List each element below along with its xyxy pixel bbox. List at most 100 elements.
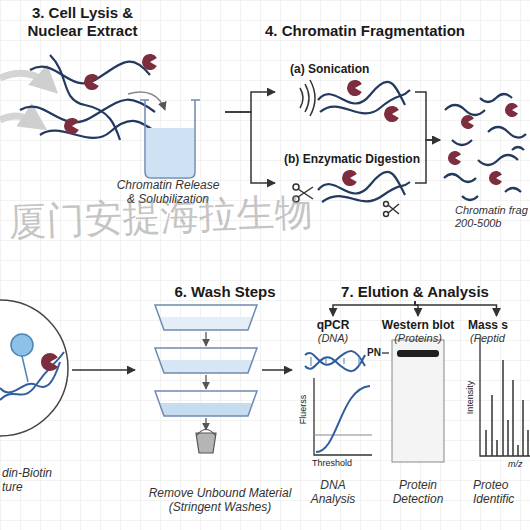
dna-fragment	[462, 196, 478, 200]
biotin-link	[22, 356, 28, 382]
mass-spec-panel: Mass s(PeptidProteo Identific	[463, 316, 530, 508]
protein	[461, 115, 474, 129]
digestion-panel: (b) Enzymatic Digestion	[275, 148, 415, 218]
protein	[505, 103, 518, 117]
flow-arrow	[128, 92, 165, 110]
protein-band	[397, 350, 439, 357]
flow-connector	[72, 369, 135, 371]
scissors	[298, 187, 313, 199]
flow-connector	[415, 140, 440, 183]
waste-bucket	[196, 433, 216, 453]
dna-fragment	[488, 127, 526, 138]
axis-label: Intensity	[465, 373, 476, 421]
sound-wave	[305, 84, 309, 112]
caption: Chromatin Release & Solubilization	[112, 178, 224, 207]
wash-step: 6. Wash StepsRemove Unbound Material (St…	[135, 278, 262, 510]
panel-heading: (a) Sonication	[290, 62, 410, 76]
panel-heading: (b) Enzymatic Digestion	[284, 152, 414, 166]
dna-helix	[0, 352, 64, 400]
axis-label: Fluerss	[298, 390, 309, 428]
capture-circle	[0, 300, 68, 436]
dna-fragment	[512, 147, 524, 150]
flow-connector	[333, 301, 415, 316]
fragments-panel: Chromatin frag 200-500b	[440, 85, 530, 235]
panel-heading: Mass s	[468, 318, 530, 332]
subtitle: (Peptid	[470, 332, 530, 345]
flow-swoosh	[0, 73, 50, 86]
flow-arrow	[205, 375, 206, 389]
dna-fragment	[505, 188, 521, 192]
wash-tray	[155, 305, 257, 330]
chart-axis	[480, 338, 530, 456]
axis-label: m/z	[508, 459, 530, 470]
dna-fragment	[452, 140, 472, 145]
beaker-rim	[140, 99, 200, 101]
flow-swoosh	[0, 116, 38, 124]
beaker-liquid	[146, 128, 194, 177]
sound-wave	[310, 80, 315, 116]
wash-tray	[155, 348, 257, 373]
protein	[384, 106, 399, 122]
protein	[64, 118, 79, 134]
caption: Chromatin frag 200-500b	[455, 204, 530, 230]
caption: din-Biotin ture	[2, 466, 64, 495]
scissors	[388, 204, 399, 214]
caption: Proteo Identific	[473, 478, 530, 507]
spectrum-peak	[486, 360, 528, 456]
flow-connector	[415, 92, 440, 140]
subtitle: (Proteins)	[376, 332, 460, 345]
flow-connector	[225, 112, 275, 183]
wash-liquid	[160, 317, 252, 330]
qpcr-panel: qPCR(DNA) DNA Analysis	[294, 316, 372, 508]
protein	[489, 171, 502, 185]
flow-connector	[415, 301, 497, 316]
protein	[41, 353, 58, 371]
flow-connector	[415, 301, 418, 316]
wash-liquid	[160, 403, 252, 416]
dna-fragment	[478, 155, 518, 165]
step-title: 3. Cell Lysis & Nuclear Extract	[15, 4, 150, 40]
flow-arrow	[205, 418, 206, 430]
dna-fragment	[444, 174, 476, 182]
dna-strand	[318, 82, 405, 105]
subtitle: (DNA)	[294, 332, 372, 345]
dna-helix	[305, 355, 365, 371]
dna-strand	[40, 121, 160, 138]
step-title: 6. Wash Steps	[155, 283, 295, 301]
dna-strand	[20, 100, 155, 123]
sound-wave	[300, 88, 303, 108]
band-tick	[382, 352, 389, 353]
bucket-handle	[197, 430, 215, 436]
axis-label: Threshold	[312, 458, 362, 469]
helix-rung	[311, 357, 359, 366]
beaker	[145, 100, 195, 178]
flow-connector	[262, 369, 292, 371]
panel-heading: qPCR	[294, 318, 372, 332]
capture-panel: din-Biotin ture	[0, 290, 72, 500]
protein	[347, 80, 362, 96]
protein	[142, 54, 157, 70]
flow-connector	[225, 92, 275, 112]
dna-fragment	[445, 105, 485, 115]
western-panel: Western blot(Proteins)Protein Detection	[376, 316, 460, 508]
step-title: 7. Elution & Analysis	[310, 283, 520, 301]
lysis-step: 3. Cell Lysis & Nuclear ExtractChromatin…	[5, 0, 225, 215]
protein	[84, 74, 99, 90]
dna-helix	[305, 351, 365, 366]
threshold-line	[314, 435, 372, 436]
elution-step: 7. Elution & Analysis qPCR(DNA) DNA Analys…	[292, 275, 530, 510]
caption: Remove Unbound Material (Stringent Washe…	[138, 486, 302, 515]
protein	[342, 170, 357, 186]
caption: DNA Analysis	[300, 478, 366, 507]
panel-heading: Western blot	[376, 318, 460, 332]
dna-strand	[318, 172, 405, 195]
dna-fragment	[480, 94, 512, 102]
wash-tray	[155, 391, 257, 416]
band-label: PN	[367, 347, 383, 359]
protein	[448, 151, 461, 165]
